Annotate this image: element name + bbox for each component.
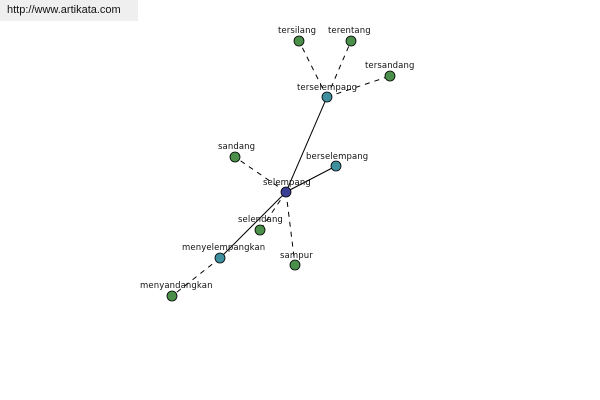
node-label-menyandangkan[interactable]: menyandangkan xyxy=(140,281,213,291)
node-tersilang[interactable] xyxy=(293,35,305,47)
node-label-tersandang[interactable]: tersandang xyxy=(365,61,414,71)
edge-selempang-sandang xyxy=(234,156,287,193)
node-tersandang[interactable] xyxy=(384,70,396,82)
node-selendang[interactable] xyxy=(254,224,266,236)
edge-selempang-menyelempangkan xyxy=(219,191,287,259)
node-sandang[interactable] xyxy=(229,151,241,163)
edge-selempang-terselempang xyxy=(285,96,328,193)
node-label-menyelempangkan[interactable]: menyelempangkan xyxy=(182,243,265,253)
node-label-terselempang[interactable]: terselempang xyxy=(297,83,357,93)
node-terselempang[interactable] xyxy=(321,91,333,103)
edge-terselempang-tersandang xyxy=(326,75,391,98)
node-label-sampur[interactable]: sampur xyxy=(280,251,313,261)
edge-menyelempangkan-menyandangkan xyxy=(171,257,221,297)
node-berselempang[interactable] xyxy=(330,160,342,172)
edge-selempang-selendang xyxy=(259,191,287,231)
graph-nodes xyxy=(166,35,396,302)
node-label-terentang[interactable]: terentang xyxy=(328,26,371,36)
node-terentang[interactable] xyxy=(345,35,357,47)
source-banner: http://www.artikata.com xyxy=(0,0,138,21)
edge-selempang-sampur xyxy=(285,191,296,266)
graph-edges xyxy=(171,40,391,297)
node-menyandangkan[interactable] xyxy=(166,290,178,302)
source-link[interactable]: http://www.artikata.com xyxy=(7,4,121,16)
node-sampur[interactable] xyxy=(289,259,301,271)
edge-terselempang-tersilang xyxy=(298,40,328,98)
node-label-sandang[interactable]: sandang xyxy=(218,142,255,152)
node-label-selendang[interactable]: selendang xyxy=(238,215,283,225)
node-label-berselempang[interactable]: berselempang xyxy=(306,152,368,162)
edge-terselempang-terentang xyxy=(326,40,352,98)
edge-selempang-berselempang xyxy=(285,165,337,193)
node-label-selempang[interactable]: selempang xyxy=(263,178,311,188)
node-label-tersilang[interactable]: tersilang xyxy=(278,26,316,36)
node-menyelempangkan[interactable] xyxy=(214,252,226,264)
graph-labels: selempang terselempang berselempang menyele… xyxy=(140,26,414,291)
node-selempang[interactable] xyxy=(280,186,292,198)
